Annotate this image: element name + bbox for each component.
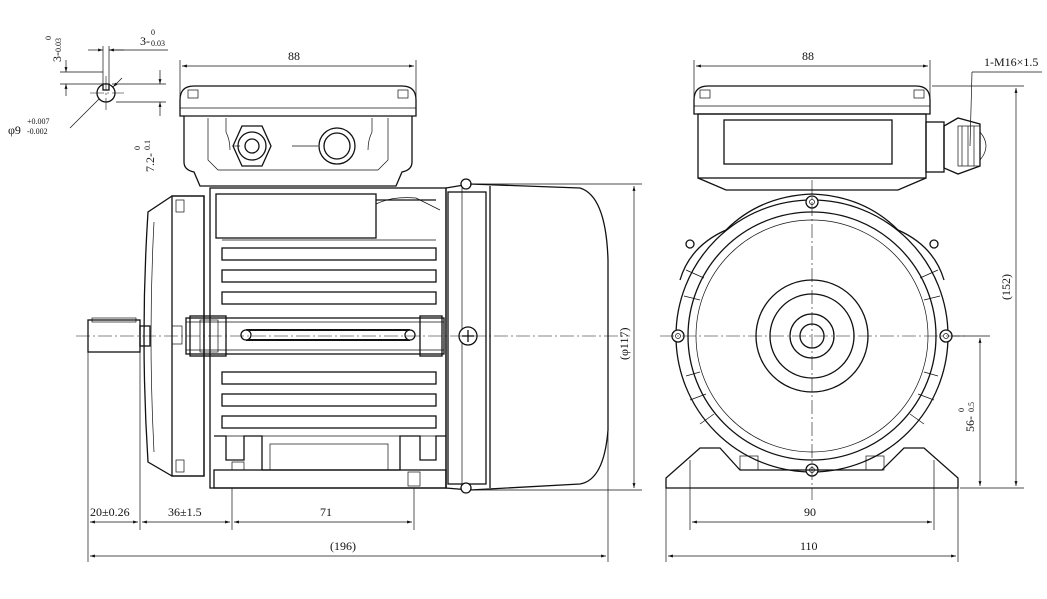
motor-body-side	[185, 187, 447, 489]
dim-56-tol-lower: 0.5	[967, 402, 976, 412]
shaft-key-detail: 3- 0 0.03 3- 0 0.03 φ9 +0.007 -0.002 7.2…	[8, 28, 168, 172]
dim-shaft-extension-text: 20±0.26	[90, 505, 130, 519]
key-height-tol-upper: 0	[133, 146, 142, 150]
shaft-diameter-tol-upper: +0.007	[27, 117, 50, 126]
fan-cover-side	[445, 178, 609, 494]
shaft-diameter-label: φ9	[8, 123, 21, 137]
front-view: 88 1-M16×1.5 (152) 56- 0	[660, 49, 1042, 562]
frame-ribs	[683, 269, 941, 425]
dims-bottom-side: 20±0.26 36±1.5 71 (196)	[87, 352, 609, 562]
cable-gland-text: 1-M16×1.5	[984, 55, 1038, 69]
feet-front	[665, 447, 959, 489]
key-depth-tol-upper: 0	[44, 36, 53, 40]
dim-90-text: 90	[804, 505, 816, 519]
dim-terminal-box-width-side: 88	[179, 49, 417, 100]
dim-phi117-text: (φ117)	[617, 328, 631, 360]
shaft-diameter-tol-lower: -0.002	[27, 127, 48, 136]
dim-terminal-box-width-front: 88	[693, 49, 931, 100]
dim-56-text: 56-	[963, 416, 977, 432]
dims-bottom-front: 90 110	[665, 488, 959, 562]
key-depth-tol-lower: 0.03	[54, 38, 63, 52]
dim-foot-spacing-side-text: 71	[320, 505, 332, 519]
dim-88-front-text: 88	[802, 49, 814, 63]
dim-frame-diameter: (φ117)	[470, 183, 642, 491]
dim-110-text: 110	[800, 539, 818, 553]
dim-88-side-text: 88	[288, 49, 300, 63]
key-height-label: 7.2-	[143, 153, 157, 172]
key-height-tol-lower: 0.1	[143, 140, 152, 150]
side-view: 88 (φ117) 20±0.26 36±1.5 71 (196)	[76, 49, 642, 562]
shaft-side	[87, 317, 151, 353]
terminal-box-front	[693, 85, 987, 191]
cooling-fins	[221, 239, 437, 437]
dim-cable-gland: 1-M16×1.5	[969, 55, 1042, 147]
dim-overall-length-text: (196)	[330, 539, 356, 553]
key-width-tol-upper: 0	[151, 28, 155, 37]
key-depth-label: 3-	[50, 52, 64, 62]
dim-shaft-shoulder-text: 36±1.5	[168, 505, 202, 519]
dim-overall-height: (152)	[932, 85, 1024, 489]
key-width-tol-lower: 0.03	[151, 39, 165, 48]
dim-56-tol-upper: 0	[957, 408, 966, 412]
dim-152-text: (152)	[999, 274, 1013, 300]
terminal-box-side	[179, 85, 417, 187]
dim-shaft-center-height: 56- 0 0.5	[952, 335, 990, 486]
key-width-label: 3-	[140, 34, 150, 48]
